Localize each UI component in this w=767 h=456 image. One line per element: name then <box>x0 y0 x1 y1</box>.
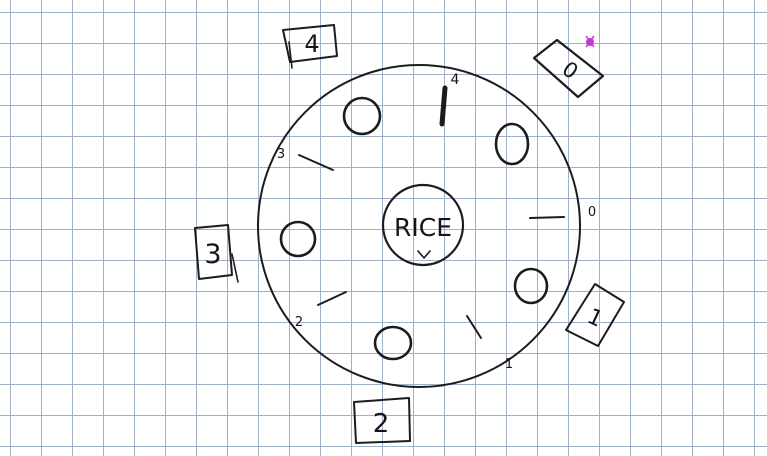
box-frame <box>532 38 605 99</box>
marker-strokes <box>585 35 595 48</box>
center-label: RICE <box>394 213 452 242</box>
box-label: 1 <box>583 304 606 333</box>
tick-number: 4 <box>451 72 460 88</box>
box-stroke <box>288 41 293 69</box>
center-tail-mark <box>417 250 431 259</box>
box-label: 2 <box>373 409 390 439</box>
node-circle <box>373 325 413 361</box>
corner-box-2: 2 <box>353 397 411 444</box>
box-label: 0 <box>558 57 583 84</box>
node-circle <box>513 267 549 305</box>
outer-ring <box>257 64 581 388</box>
tick-number: 2 <box>295 315 303 330</box>
box-label: 4 <box>304 30 319 58</box>
node-circle <box>279 220 317 258</box>
node-circle <box>494 122 530 166</box>
corner-box-3: 3 <box>194 224 239 283</box>
box-stroke <box>231 253 239 283</box>
corner-box-4: 4 <box>282 24 338 69</box>
corner-box-0: 0 <box>532 38 605 99</box>
tick-mark <box>317 291 347 306</box>
box-frame <box>353 397 411 444</box>
center-node: RICE <box>381 183 465 267</box>
tick-mark-top <box>439 85 448 127</box>
magenta-marker-icon <box>585 35 595 48</box>
tick-numbers: 4 3 0 2 1 <box>277 72 596 372</box>
tick-mark <box>466 315 482 339</box>
tick-number: 3 <box>277 147 285 162</box>
ring-nodes <box>279 96 549 361</box>
node-circle <box>342 96 382 136</box>
box-frame <box>282 24 338 63</box>
ring-ticks <box>298 85 565 339</box>
tick-mark <box>298 154 334 171</box>
tick-mark <box>529 216 565 219</box>
corner-box-1: 1 <box>565 283 625 347</box>
box-frame <box>194 224 233 280</box>
tick-number: 0 <box>588 205 596 220</box>
box-frame <box>565 283 625 347</box>
box-label: 3 <box>204 239 221 270</box>
center-circle <box>381 183 465 267</box>
tick-number: 1 <box>505 357 513 372</box>
